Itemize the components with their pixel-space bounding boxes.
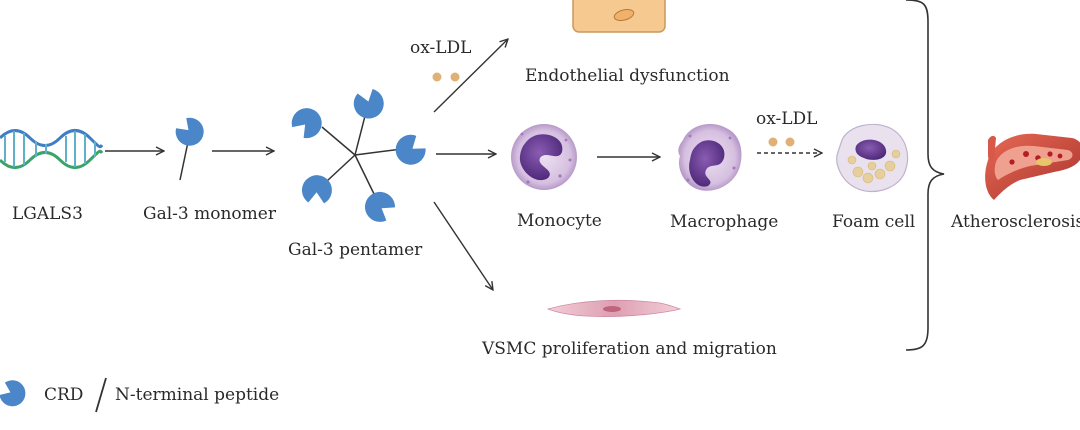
pentamer-label: Gal-3 pentamer	[288, 240, 423, 260]
foam-cell-icon	[836, 123, 909, 193]
oxldl-label-top: ox-LDL	[410, 38, 472, 58]
monomer-label: Gal-3 monomer	[143, 204, 276, 224]
vsmc-icon	[546, 299, 682, 317]
legend-crd-icon	[0, 380, 26, 407]
legend-nterm-label: N-terminal peptide	[115, 385, 280, 405]
arrow-pentamer-to-endothelial	[433, 39, 508, 113]
oxldl-particles-top	[432, 72, 460, 82]
oxldl-particles-right	[768, 137, 795, 147]
endothelial-label: Endothelial dysfunction	[525, 66, 730, 86]
dna-icon	[0, 129, 104, 169]
legend-crd-label: CRD	[44, 385, 84, 405]
gal3-pentamer-icon	[291, 89, 426, 222]
arrow-pentamer-to-vsmc	[433, 201, 493, 290]
macrophage-icon	[678, 124, 742, 191]
artery-icon	[985, 133, 1080, 200]
monocyte-icon	[511, 124, 577, 190]
macrophage-label: Macrophage	[670, 212, 779, 232]
gal3-monomer-icon	[175, 117, 204, 181]
monocyte-label: Monocyte	[517, 211, 602, 231]
endothelial-cell-icon	[572, 0, 666, 33]
gene-label: LGALS3	[12, 204, 83, 224]
foam-cell-label: Foam cell	[832, 212, 916, 232]
atherosclerosis-label: Atherosclerosis	[951, 212, 1080, 232]
grouping-brace	[905, 0, 945, 351]
legend-separator	[100, 408, 108, 416]
vsmc-label: VSMC proliferation and migration	[482, 339, 777, 359]
legend-slash	[95, 377, 107, 413]
oxldl-label-right: ox-LDL	[756, 109, 818, 129]
